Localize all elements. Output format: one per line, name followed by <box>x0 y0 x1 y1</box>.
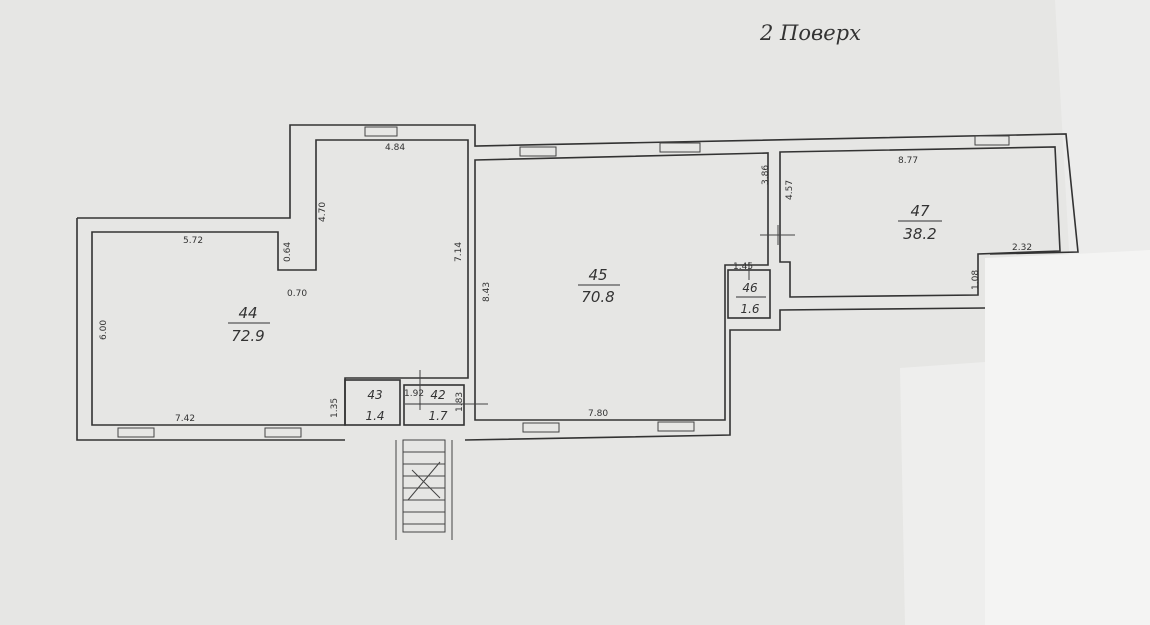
room-47-label: 47 38.2 <box>898 202 942 243</box>
room-area: 1.4 <box>365 409 384 423</box>
window <box>657 421 695 432</box>
room-44-outline <box>91 139 469 426</box>
dimension: 0.70 <box>287 289 307 299</box>
staircase <box>395 439 453 540</box>
dimension: 7.42 <box>175 414 195 424</box>
room-45-outline <box>474 152 769 421</box>
room-number: 45 <box>588 266 607 284</box>
room-47-outline <box>779 146 1061 298</box>
dimension: 0.64 <box>283 242 293 262</box>
room-area: 1.6 <box>740 302 759 316</box>
room-number: 43 <box>367 388 382 402</box>
room-number: 44 <box>238 304 257 322</box>
room-area: 38.2 <box>903 225 936 243</box>
dimension: 4.70 <box>318 202 328 222</box>
window <box>522 422 560 433</box>
dimension: 8.43 <box>482 282 492 302</box>
windows <box>117 126 1010 438</box>
window <box>659 142 701 153</box>
dimension: 8.77 <box>898 156 918 166</box>
section-markers <box>419 225 795 410</box>
room-42-label: 42 1.7 <box>405 388 460 423</box>
window <box>974 135 1010 146</box>
dimension-labels: 4.84 4.70 7.14 5.72 0.64 0.70 6.00 7.42 … <box>99 143 1032 424</box>
room-area: 1.7 <box>428 409 447 423</box>
dimension: 1.08 <box>971 270 981 290</box>
dimension: 7.80 <box>588 409 608 419</box>
window <box>519 146 557 157</box>
dimension: 4.57 <box>785 180 795 200</box>
dimension: 2.32 <box>1012 243 1032 253</box>
dimension: 4.84 <box>385 143 405 153</box>
room-42-outline <box>403 384 465 426</box>
window <box>264 427 302 438</box>
room-43-outline <box>344 379 401 426</box>
window <box>117 427 155 438</box>
overlapping-paper <box>900 362 985 625</box>
dimension: 1.83 <box>455 392 465 412</box>
room-45-label: 45 70.8 <box>578 266 620 306</box>
outer-wall <box>76 124 1079 441</box>
dimension: 1.45 <box>733 262 753 272</box>
overlapping-paper <box>985 250 1150 625</box>
dimension: 5.72 <box>183 236 203 246</box>
room-area: 70.8 <box>581 288 614 306</box>
room-43-label: 43 1.4 <box>365 388 384 423</box>
dimension: 1.35 <box>330 398 340 418</box>
room-number: 42 <box>430 388 445 402</box>
dimension: 3.86 <box>761 165 771 185</box>
room-46-label: 46 1.6 <box>736 281 766 316</box>
floor-title: 2 Поверх <box>759 21 861 45</box>
room-number: 46 <box>742 281 758 295</box>
room-number: 47 <box>910 202 930 220</box>
window <box>364 126 398 137</box>
room-area: 72.9 <box>231 327 264 345</box>
room-44-label: 44 72.9 <box>228 304 270 345</box>
dimension: 1.92 <box>404 389 424 399</box>
dimension: 7.14 <box>454 242 464 262</box>
dimension: 6.00 <box>99 320 109 340</box>
